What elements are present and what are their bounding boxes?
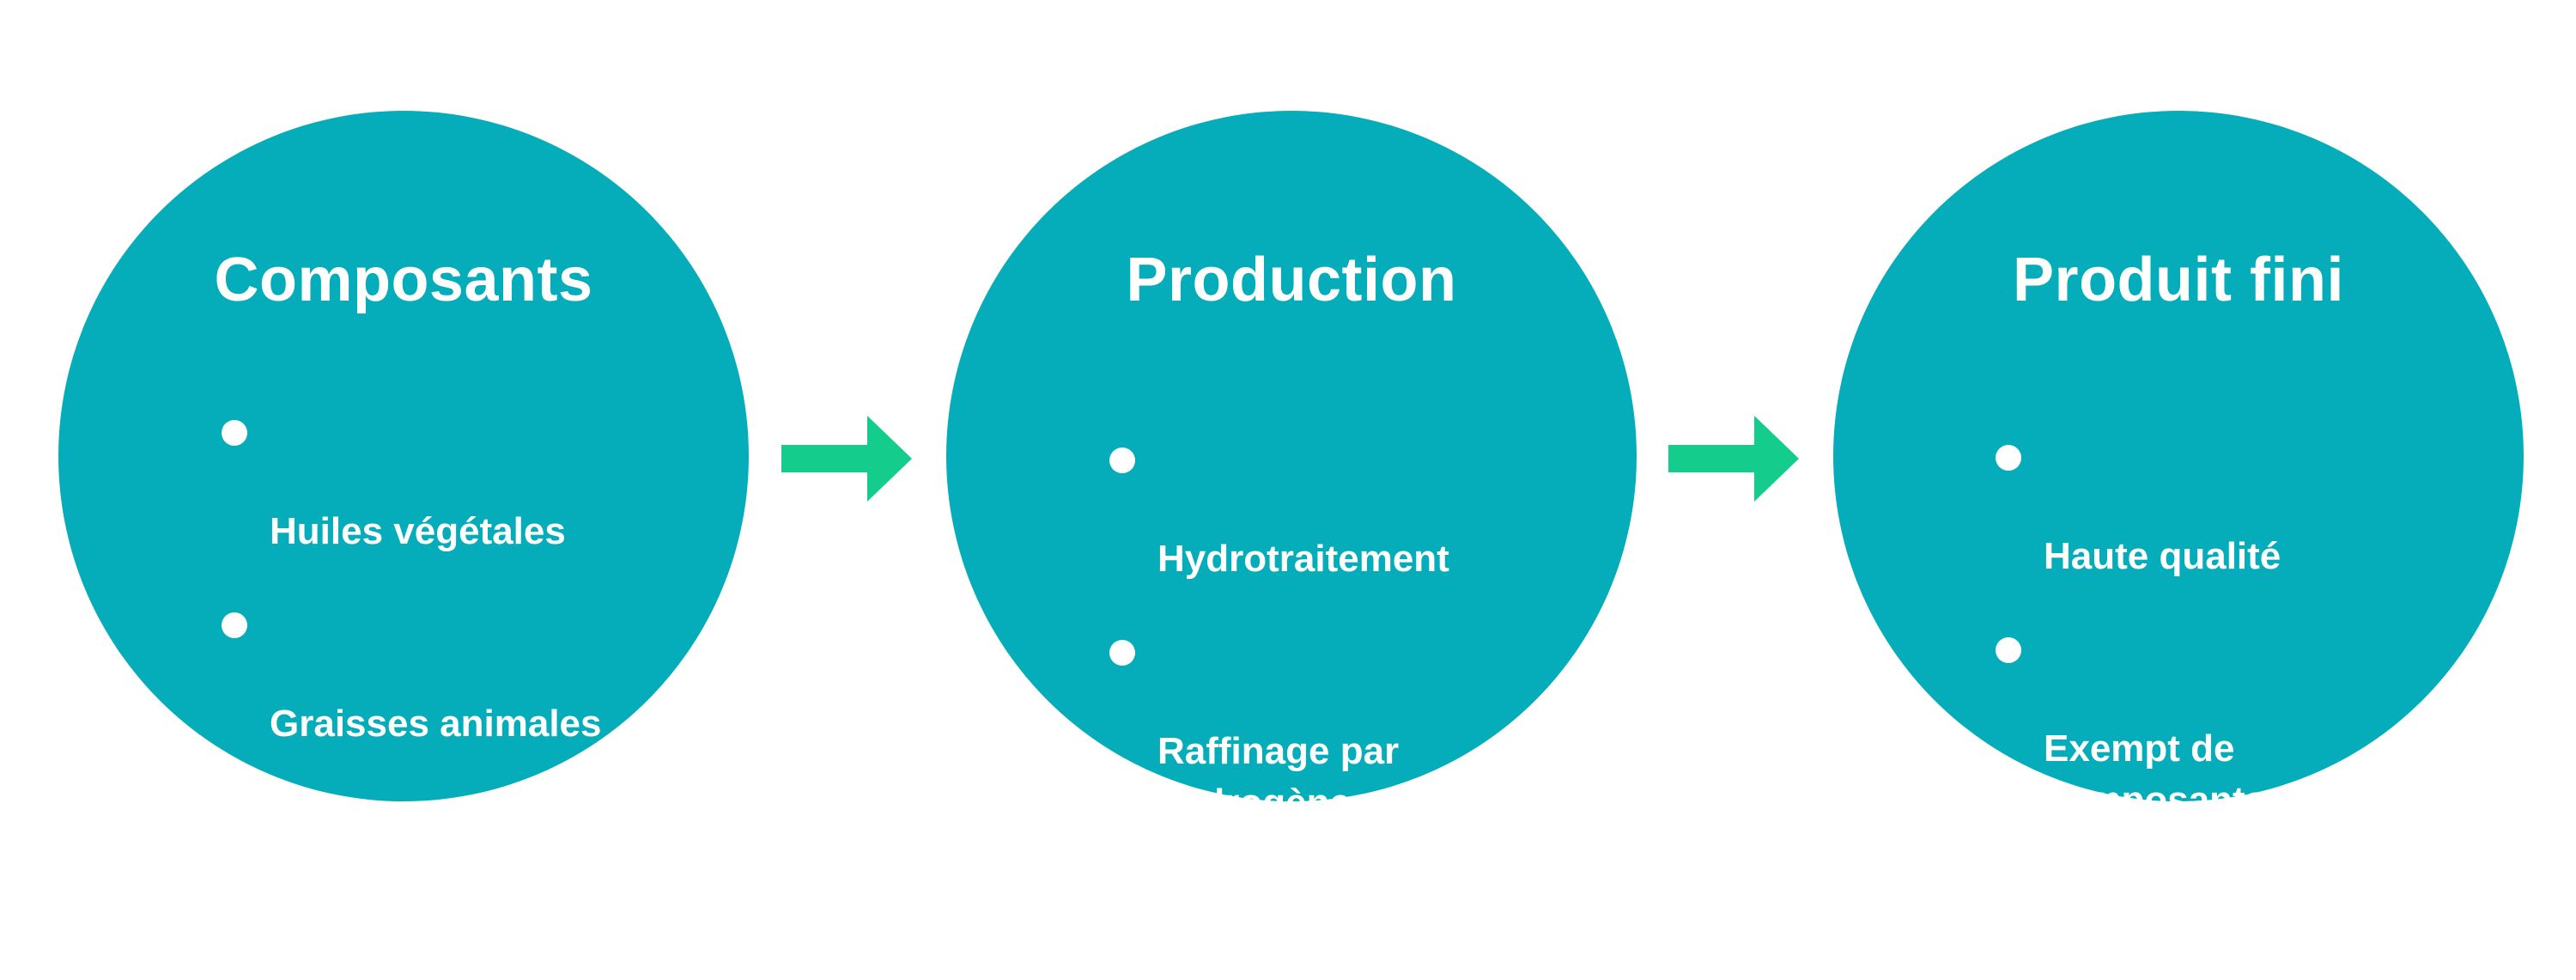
list-item-label: Huiles végétales <box>270 510 566 552</box>
list-item: Graisses animales <box>222 595 601 750</box>
bullet-dot-icon <box>222 805 247 831</box>
list-item-label: Exempt de composants nocifs <box>2044 727 2388 821</box>
list-item: Huiles végétales <box>222 403 601 557</box>
stage-title: Produit fini <box>2013 246 2344 314</box>
bullet-dot-icon <box>1109 640 1135 666</box>
list-item: Hydrotraitement <box>1109 430 1449 585</box>
stage-title: Production <box>1126 246 1457 314</box>
bullet-dot-icon <box>1109 447 1135 473</box>
list-item-label: Hydrotraitement <box>1157 538 1449 580</box>
stage-item-list: Huiles végétales Graisses animales Huile… <box>222 403 601 980</box>
stage-circle-produit-fini: Produit fini Haute qualité Exempt de com… <box>1833 111 2524 821</box>
list-item: Huiles usagées <box>222 788 601 942</box>
stage-item-list: Haute qualité Exempt de composants nocif… <box>1996 428 2388 864</box>
stage-circle-production: Production Hydrotraitement Raffinage par… <box>946 111 1637 824</box>
list-item-label: Graisses animales <box>270 703 602 745</box>
bullet-dot-icon <box>1996 445 2021 471</box>
stage-circle-composants: Composants Huiles végétales Graisses ani… <box>58 111 749 937</box>
bullet-dot-icon <box>222 420 247 446</box>
stage-item-list: Hydrotraitement Raffinage par hydrogène <box>1109 430 1449 867</box>
arrow-right-icon <box>1668 416 1799 502</box>
arrow-right-icon <box>781 416 912 502</box>
list-item: Raffinage par hydrogène <box>1109 623 1449 829</box>
list-item-label: Raffinage par hydrogène <box>1157 730 1400 824</box>
bullet-dot-icon <box>1996 637 2021 663</box>
stage-title: Composants <box>214 246 593 314</box>
bullet-dot-icon <box>222 612 247 638</box>
list-item: Exempt de composants nocifs <box>1996 620 2388 826</box>
list-item-label: Haute qualité <box>2044 535 2281 577</box>
list-item-label: Huiles usagées <box>270 895 545 937</box>
list-item: Haute qualité <box>1996 428 2388 582</box>
